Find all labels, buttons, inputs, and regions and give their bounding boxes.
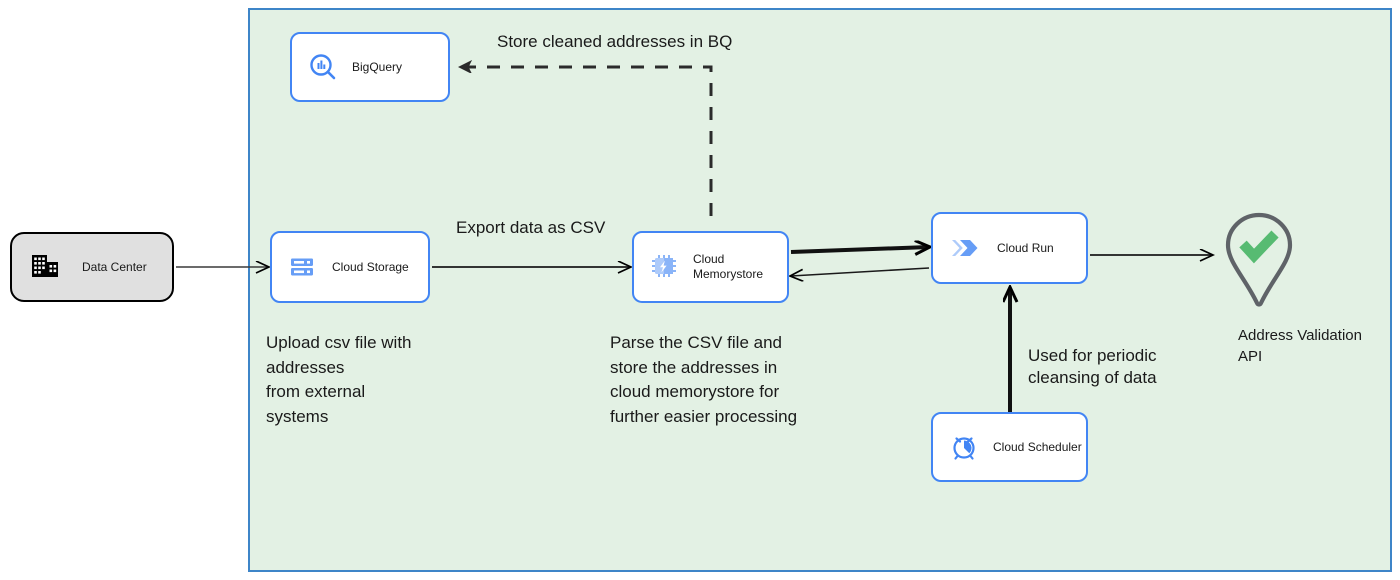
bigquery-icon [308, 52, 338, 82]
node-label: Cloud Storage [332, 259, 409, 274]
node-data-center[interactable]: Data Center [10, 232, 174, 302]
cloud-boundary-panel [248, 8, 1392, 572]
edge-label-periodic-cleansing: Used for periodic cleansing of data [1028, 346, 1157, 387]
node-label: Cloud Run [997, 240, 1054, 255]
datacenter-building-icon [30, 252, 60, 282]
node-cloud-scheduler[interactable]: Cloud Scheduler [931, 412, 1088, 482]
node-cloud-run[interactable]: Cloud Run [931, 212, 1088, 284]
node-label: Data Center [82, 259, 147, 274]
edge-cloudrun-to-memorystore [791, 267, 930, 276]
cloud-scheduler-icon [949, 432, 979, 462]
address-validation-api-label: Address Validation API [1238, 327, 1362, 365]
edge-cloudrun-to-bigquery-dashed [460, 67, 713, 216]
node-cloud-storage[interactable]: Cloud Storage [270, 231, 430, 303]
cloud-storage-icon [288, 253, 316, 281]
edge-label-export-csv: Export data as CSV [456, 218, 606, 237]
node-bigquery[interactable]: BigQuery [290, 32, 450, 102]
node-label: Cloud Scheduler [993, 439, 1082, 454]
edge-memorystore-to-cloudrun [790, 247, 929, 252]
note-parse-csv: Parse the CSV file and store the address… [610, 333, 798, 426]
edge-label-store-in-bq: Store cleaned addresses in BQ [497, 32, 733, 51]
cloud-run-icon [949, 233, 983, 263]
node-label: BigQuery [352, 59, 403, 74]
node-label: Cloud Memorystore [693, 252, 764, 281]
note-upload-csv: Upload csv file with addresses from exte… [266, 333, 412, 426]
node-address-validation-api[interactable] [1219, 210, 1299, 310]
cloud-memorystore-icon [649, 252, 679, 282]
node-cloud-memorystore[interactable]: Cloud Memorystore [632, 231, 789, 303]
